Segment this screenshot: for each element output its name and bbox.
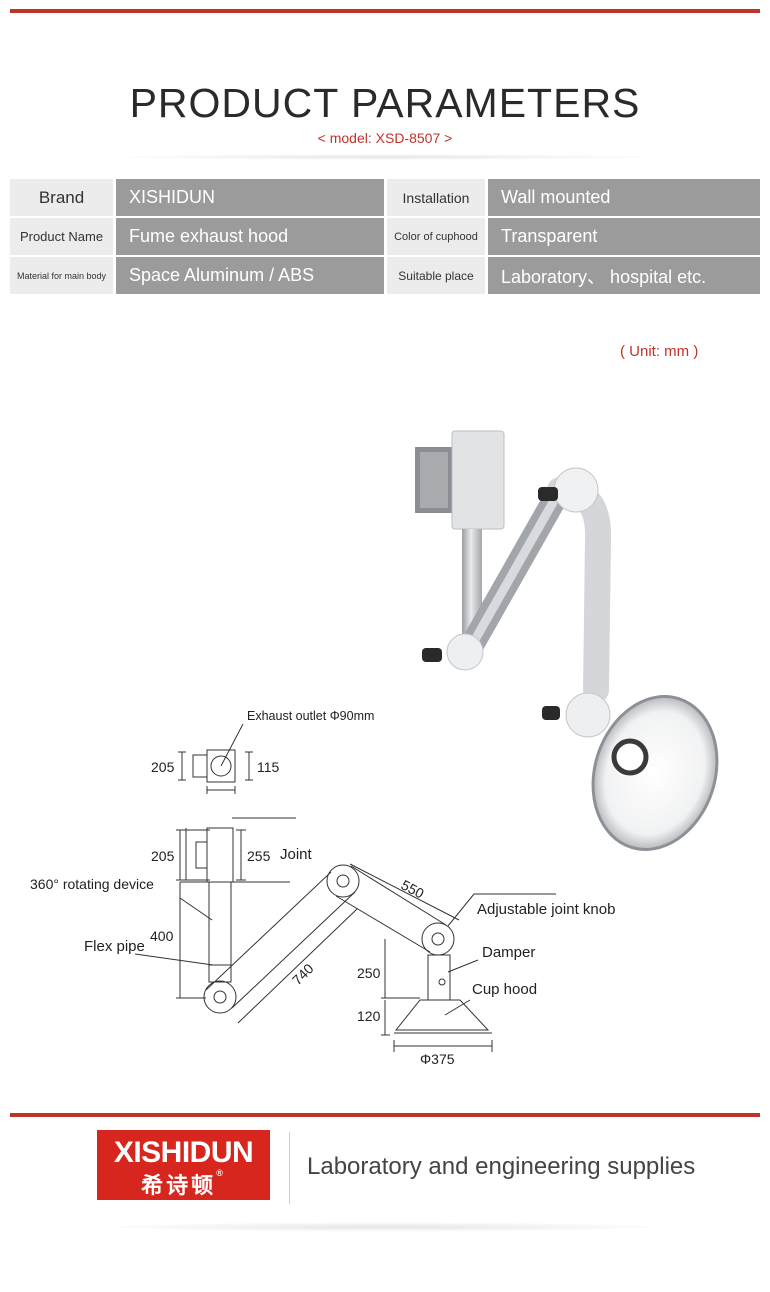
footer-divider <box>10 1113 760 1117</box>
hood-joint <box>421 922 455 956</box>
dim-205-top: 205 <box>151 759 175 775</box>
dim-375: Φ375 <box>420 1051 455 1067</box>
model-subtitle: < model: XSD-8507 > <box>317 130 453 146</box>
base-joint <box>203 980 237 1014</box>
dim-255: 255 <box>247 848 271 864</box>
dim-400: 400 <box>150 928 174 944</box>
param-label: Brand <box>10 179 113 216</box>
dim-115: 115 <box>257 759 280 775</box>
wall-plate-face <box>420 452 448 508</box>
joint-lower <box>446 633 484 671</box>
page-title: PRODUCT PARAMETERS <box>129 80 641 126</box>
exhaust-outlet-label: Exhaust outlet Φ90mm <box>247 709 374 723</box>
footer-shadow <box>90 1222 680 1232</box>
product-photo <box>415 430 719 851</box>
param-value: Transparent <box>488 218 760 255</box>
dim-250: 250 <box>357 965 381 981</box>
wall-mount-side <box>206 827 234 883</box>
param-label: Installation <box>387 179 485 216</box>
dim-120: 120 <box>357 1008 381 1024</box>
table-row: Material for main body Space Aluminum / … <box>10 257 760 294</box>
registered-mark: ® <box>216 1168 226 1178</box>
param-label: Product Name <box>10 218 113 255</box>
hood-stem <box>427 954 451 1001</box>
logo-chinese: 希诗顿® <box>97 1168 270 1200</box>
outlet-plate <box>192 754 208 778</box>
product-diagram: Exhaust outlet Φ90mm 205 115 205 255 Joi… <box>30 430 719 1067</box>
logo-english: XISHIDUN <box>113 1136 254 1169</box>
tagline: Laboratory and engineering supplies <box>307 1153 696 1180</box>
param-value: Laboratory、 hospital etc. <box>488 257 760 294</box>
footer-separator <box>289 1132 290 1204</box>
logo-chinese-text: 希诗顿 <box>141 1173 217 1198</box>
unit-note: ( Unit: mm ) <box>620 343 699 360</box>
param-value: Fume exhaust hood <box>116 218 384 255</box>
technical-drawing <box>134 723 556 1052</box>
mount-box <box>451 430 505 530</box>
table-row: Product Name Fume exhaust hood Color of … <box>10 218 760 255</box>
cup-hood-drawing <box>394 999 490 1031</box>
knob-lower <box>422 648 442 662</box>
dim-740: 740 <box>289 960 317 988</box>
drawing-labels: Exhaust outlet Φ90mm 205 115 205 255 Joi… <box>30 709 615 1067</box>
cup-hood-photo <box>591 695 719 851</box>
elbow-joint <box>326 864 360 898</box>
param-label: Suitable place <box>387 257 485 294</box>
table-row: Brand XISHIDUN Installation Wall mounted <box>10 179 760 216</box>
vertical-pipe <box>462 529 482 639</box>
hood-outlet <box>611 738 649 776</box>
damper-label: Damper <box>482 944 535 961</box>
param-value: Space Aluminum / ABS <box>116 257 384 294</box>
joint-hood <box>565 692 611 738</box>
lower-arm <box>547 477 612 703</box>
flex-pipe-label: Flex pipe <box>84 938 145 955</box>
title-shadow <box>100 154 670 160</box>
wall-plate-side <box>195 841 208 869</box>
joint-upper <box>553 467 599 513</box>
damper-mark <box>438 978 446 986</box>
adjustable-knob-label: Adjustable joint knob <box>477 901 615 918</box>
param-label: Material for main body <box>10 257 113 294</box>
flex-pipe-side <box>208 881 232 983</box>
dim-205: 205 <box>151 848 175 864</box>
knob-hood <box>542 706 560 720</box>
rotating-device-label: 360° rotating device <box>30 876 154 892</box>
knob-upper <box>538 487 558 501</box>
param-value: XISHIDUN <box>116 179 384 216</box>
cup-hood-label: Cup hood <box>472 981 537 998</box>
brand-logo: XISHIDUN 希诗顿® <box>97 1130 270 1200</box>
param-value: Wall mounted <box>488 179 760 216</box>
joint-label: Joint <box>280 846 313 863</box>
top-divider <box>10 9 760 13</box>
param-label: Color of cuphood <box>387 218 485 255</box>
outlet-circle <box>210 755 232 777</box>
